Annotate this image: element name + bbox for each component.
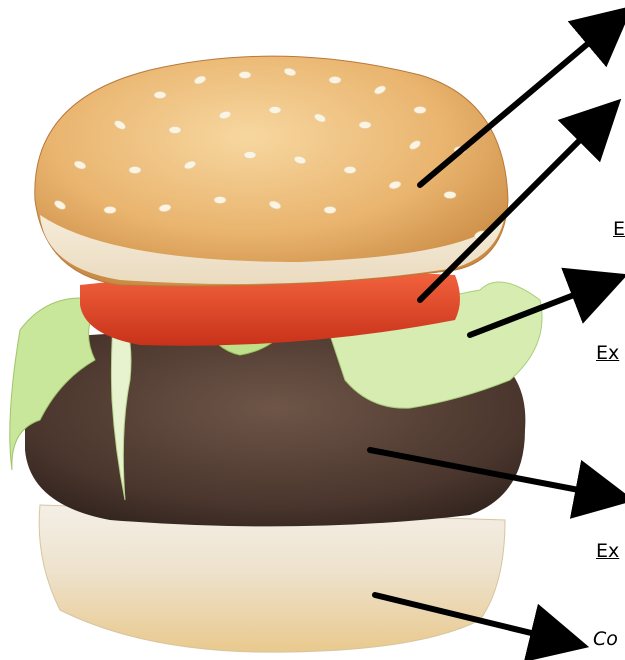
label-top-layer: E <box>613 218 625 240</box>
label-lower-layer: Ex <box>596 540 619 562</box>
label-middle-layer: Ex <box>596 342 619 364</box>
bottom-bun <box>39 505 505 652</box>
label-bottom-layer: Co <box>593 628 618 650</box>
